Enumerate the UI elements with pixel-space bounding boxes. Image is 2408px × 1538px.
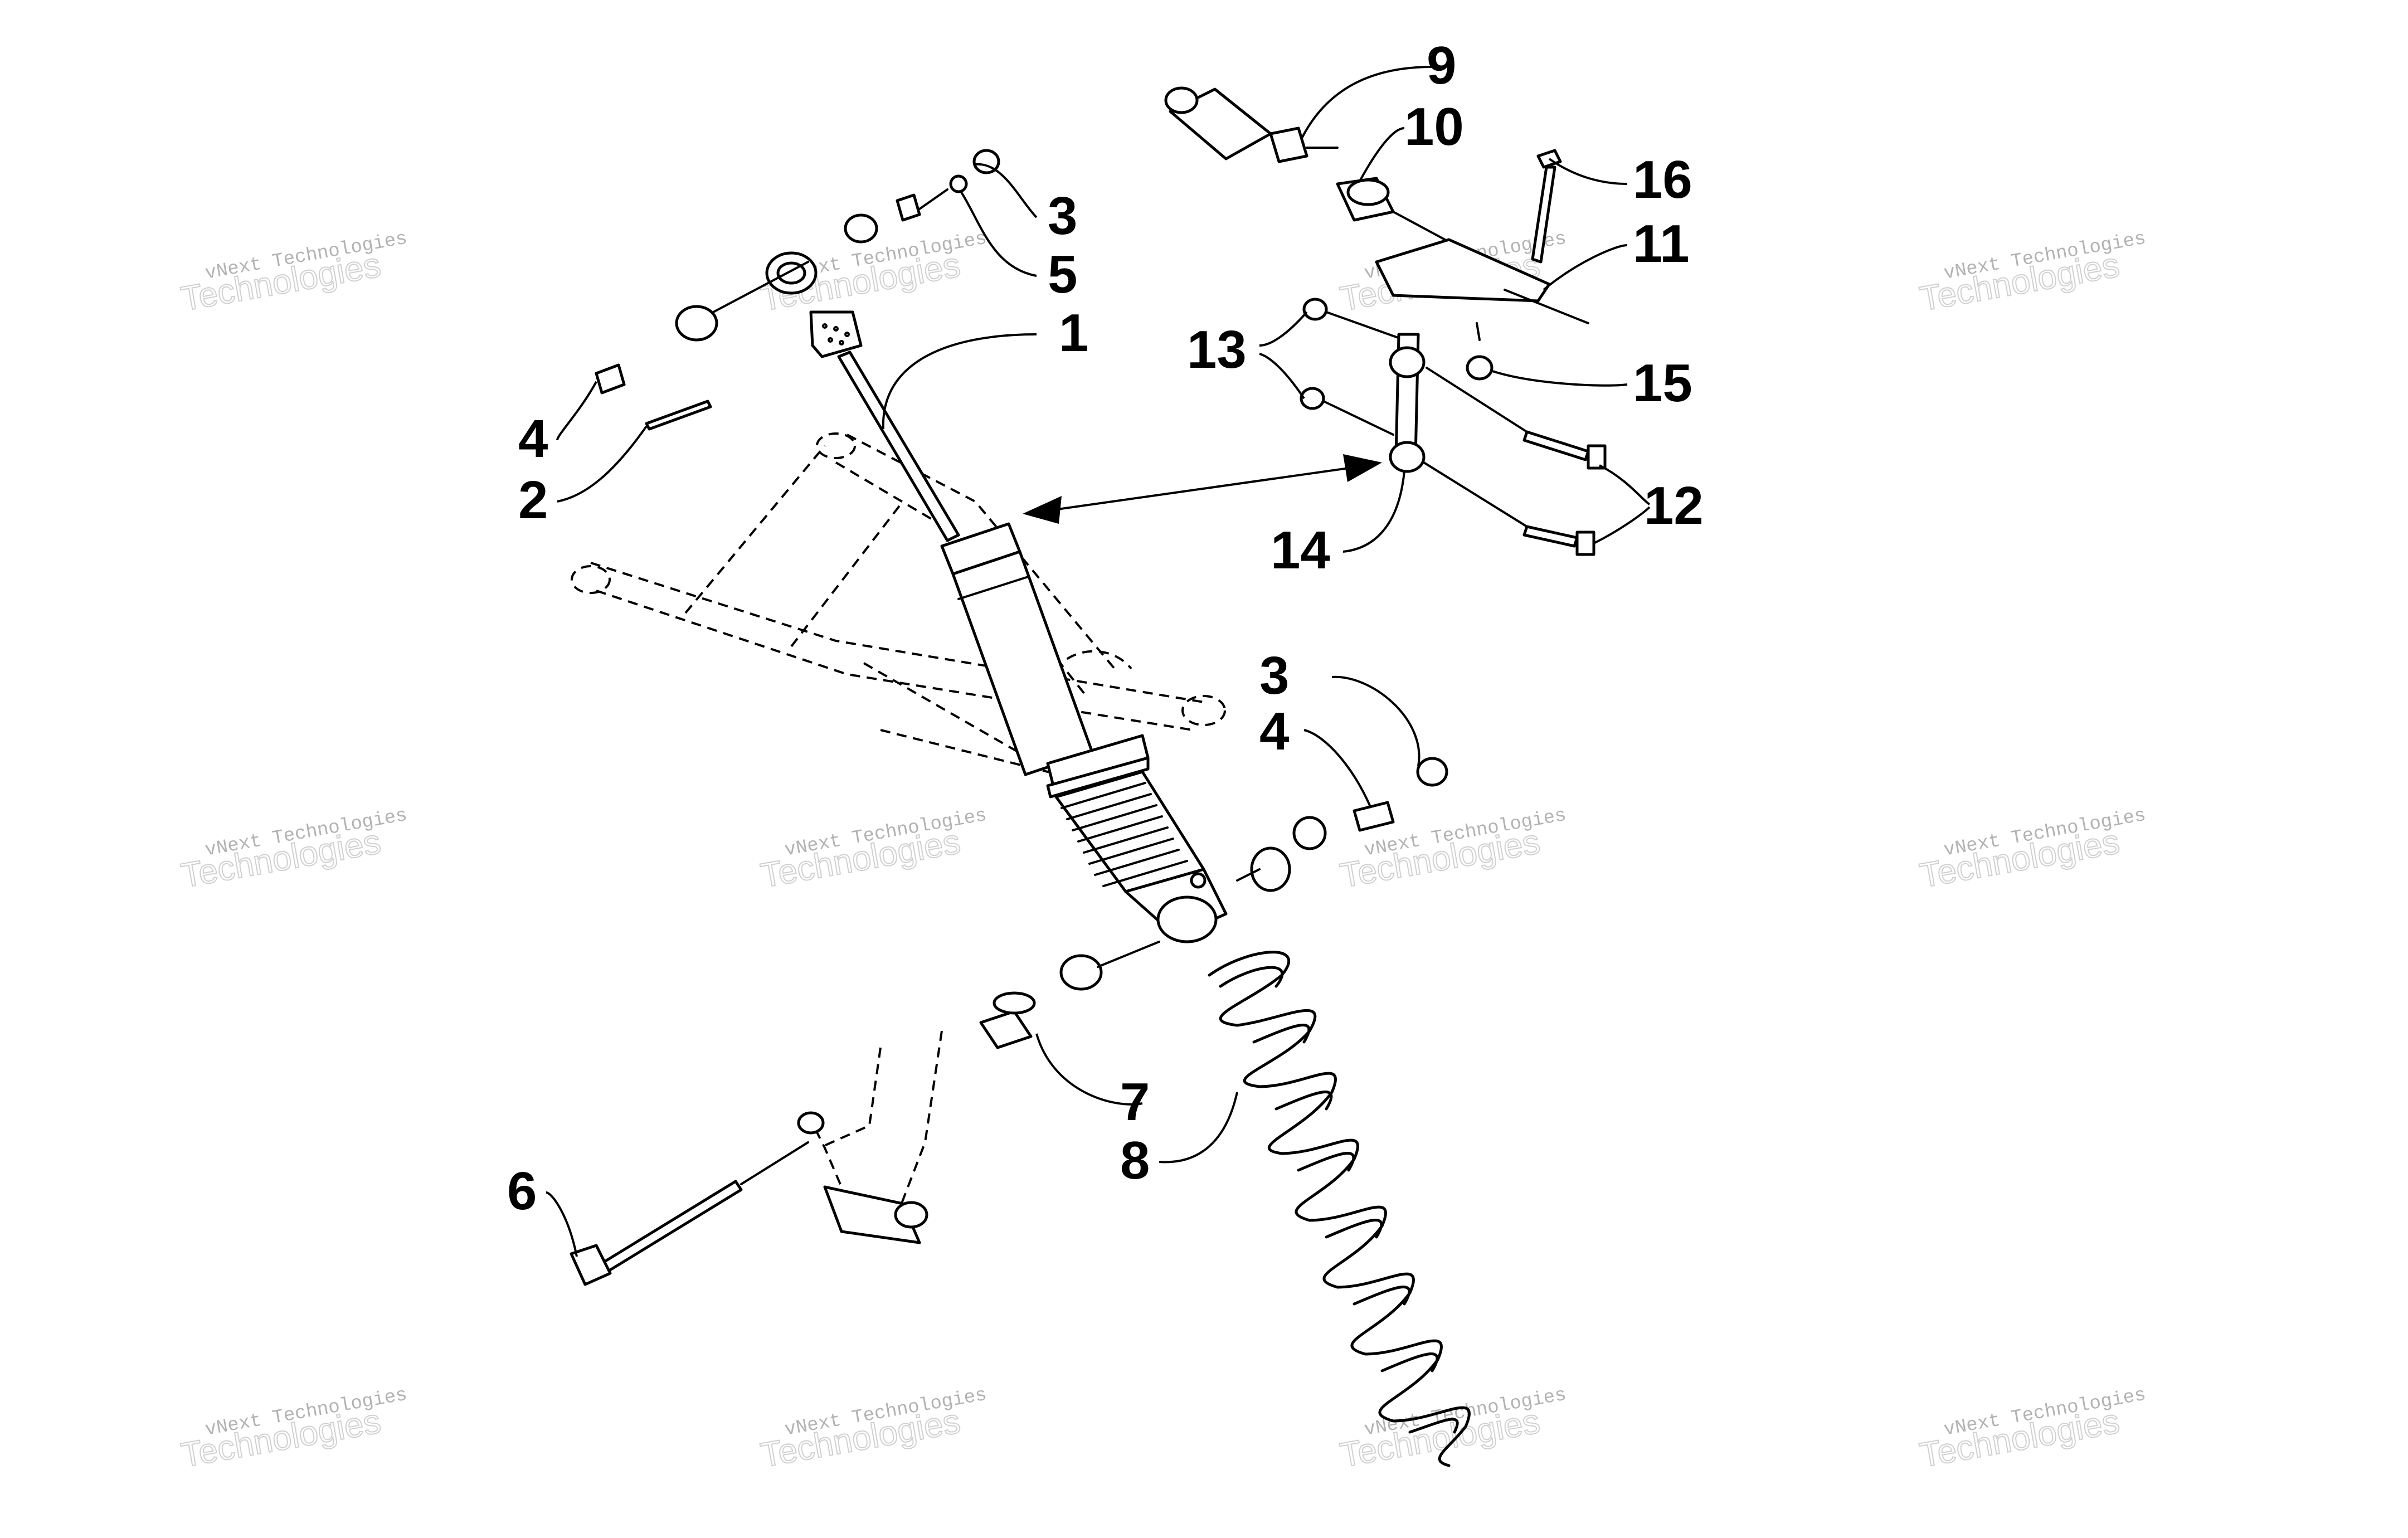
callout-3-upper: 3 xyxy=(1048,186,1077,246)
callout-3-lower: 3 xyxy=(1259,646,1289,705)
callout-1: 1 xyxy=(1059,303,1088,363)
coil-spring xyxy=(1208,951,1471,1467)
callout-10: 10 xyxy=(1404,97,1464,157)
reference-arrow xyxy=(1023,454,1382,524)
callout-7: 7 xyxy=(1120,1072,1150,1132)
callout-12: 12 xyxy=(1644,476,1704,536)
callout-8: 8 xyxy=(1120,1131,1150,1190)
callout-4-upper: 4 xyxy=(518,409,548,469)
upper-mount-hardware xyxy=(595,149,1000,431)
a-arm-outline xyxy=(571,432,1226,776)
callout-15: 15 xyxy=(1633,353,1692,413)
leader-lines xyxy=(546,66,1651,1257)
callout-11: 11 xyxy=(1633,214,1689,274)
callout-14: 14 xyxy=(1271,520,1330,580)
callout-13: 13 xyxy=(1187,320,1247,379)
knuckle-outline xyxy=(797,1030,943,1244)
callout-9: 9 xyxy=(1427,36,1456,95)
callout-16: 16 xyxy=(1633,150,1692,210)
linkage-hardware xyxy=(1164,86,1607,556)
shock-absorber xyxy=(765,251,1228,943)
callout-4-lower: 4 xyxy=(1259,702,1289,761)
callout-5: 5 xyxy=(1048,245,1077,304)
callout-6: 6 xyxy=(507,1161,537,1221)
callout-numbers: 1 2 3 3 4 4 5 6 7 8 9 10 11 12 13 14 15 … xyxy=(507,36,1704,1221)
callout-2: 2 xyxy=(518,470,548,530)
lower-mount-hardware xyxy=(570,757,1448,1286)
